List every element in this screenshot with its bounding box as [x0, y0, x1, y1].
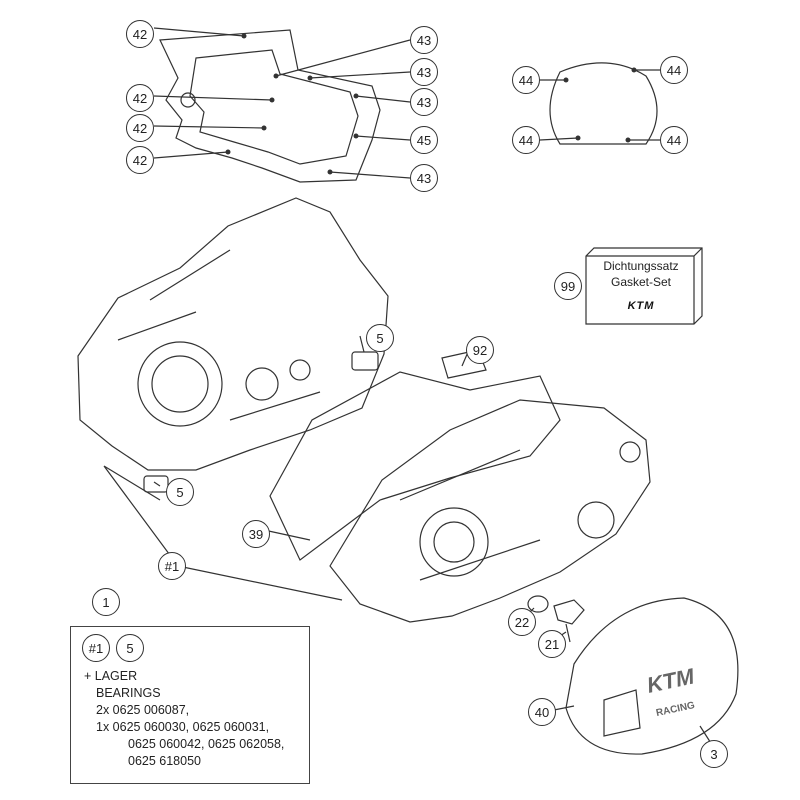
info-line-2: BEARINGS: [96, 686, 161, 700]
center-gasket: [269, 371, 561, 561]
ktm-logo: KTM: [627, 300, 655, 312]
crankcase-gasket-top: [159, 29, 381, 183]
info-callouts: #1 5: [82, 634, 144, 662]
right-crankcase-half: [329, 399, 651, 623]
callout-92[interactable]: 92: [466, 336, 494, 364]
callout-43-b[interactable]: 43: [410, 58, 438, 86]
cover-sub-text: RACING: [655, 700, 696, 719]
callout-43-a[interactable]: 43: [410, 26, 438, 54]
gasket-set-line1: Dichtungssatz: [603, 259, 679, 273]
gasket-set-box: [585, 247, 703, 325]
info-line-4: 1x 0625 060030, 0625 060031,: [96, 720, 270, 734]
info-line-3: 2x 0625 006087,: [96, 703, 190, 717]
callout-40[interactable]: 40: [528, 698, 556, 726]
info-line-5: 0625 060042, 0625 062058,: [128, 737, 285, 751]
callout-22[interactable]: 22: [508, 608, 536, 636]
bearing-info-text: + LAGER BEARINGS 2x 0625 006087, 1x 0625…: [84, 668, 308, 770]
ignition-cover: [565, 597, 739, 755]
bearing-info-box: [70, 626, 310, 784]
info-callout-hash-1[interactable]: #1: [82, 634, 110, 662]
cover-brand-text: KTM: [645, 663, 697, 698]
callout-42-a[interactable]: 42: [126, 20, 154, 48]
callout-43-d[interactable]: 43: [410, 164, 438, 192]
callout-39[interactable]: 39: [242, 520, 270, 548]
callout-42-b[interactable]: 42: [126, 84, 154, 112]
callout-3[interactable]: 3: [700, 740, 728, 768]
callout-44-a[interactable]: 44: [512, 66, 540, 94]
info-line-6: 0625 618050: [128, 754, 201, 768]
callout-5-b[interactable]: 5: [166, 478, 194, 506]
ignition-cover-gasket: [549, 62, 658, 145]
callout-44-d[interactable]: 44: [660, 126, 688, 154]
info-callout-5[interactable]: 5: [116, 634, 144, 662]
callout-1[interactable]: 1: [92, 588, 120, 616]
callout-43-c[interactable]: 43: [410, 88, 438, 116]
callout-hash-1[interactable]: #1: [158, 552, 186, 580]
info-line-1: + LAGER: [84, 669, 138, 683]
left-crankcase-half: [77, 197, 389, 471]
drain-screw: [553, 599, 585, 643]
gasket-set-line2: Gasket-Set: [610, 275, 672, 289]
gasket-set-label: Dichtungssatz Gasket-Set: [594, 258, 688, 290]
callout-45[interactable]: 45: [410, 126, 438, 154]
callout-44-c[interactable]: 44: [660, 56, 688, 84]
callout-5-a[interactable]: 5: [366, 324, 394, 352]
sealing-ring: [527, 595, 549, 613]
bearing-bush-upper: [351, 351, 379, 371]
callout-42-c[interactable]: 42: [126, 114, 154, 142]
callout-99[interactable]: 99: [554, 272, 582, 300]
callout-21[interactable]: 21: [538, 630, 566, 658]
callout-42-d[interactable]: 42: [126, 146, 154, 174]
callout-44-b[interactable]: 44: [512, 126, 540, 154]
